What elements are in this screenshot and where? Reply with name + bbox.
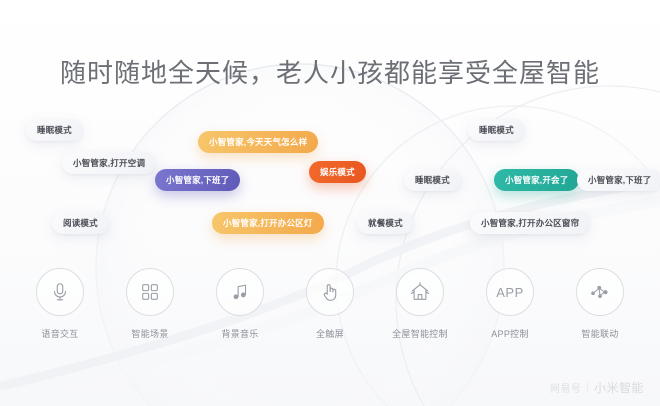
chat-bubble: 小智管家,打开办公区灯 bbox=[212, 212, 324, 234]
feature-list: 语音交互 智能场景 背景音乐 bbox=[0, 268, 660, 340]
music-note-icon bbox=[233, 284, 247, 300]
chat-bubble: 睡眠模式 bbox=[468, 119, 525, 141]
feature-label: 智能联动 bbox=[581, 329, 619, 339]
feature-item-voice[interactable]: 语音交互 bbox=[22, 268, 98, 340]
feature-label: 全屋智能控制 bbox=[392, 329, 448, 339]
house-icon bbox=[410, 282, 430, 300]
chat-bubble: 小智管家,打开空调 bbox=[62, 152, 157, 174]
grid-icon bbox=[142, 284, 158, 300]
chat-bubble: 娱乐模式 bbox=[309, 161, 366, 183]
touch-hand-icon bbox=[323, 284, 337, 301]
chat-bubble: 就餐模式 bbox=[357, 212, 414, 234]
feature-item-music[interactable]: 背景音乐 bbox=[202, 268, 278, 340]
feature-icon-circle bbox=[126, 268, 174, 316]
feature-icon-circle bbox=[396, 268, 444, 316]
feature-item-whole-house-control[interactable]: 全屋智能控制 bbox=[382, 268, 458, 340]
feature-label: 全触屏 bbox=[316, 329, 344, 339]
chat-bubble: 小智管家,打开办公区窗帘 bbox=[470, 212, 591, 234]
chat-bubble: 小智管家,下班了 bbox=[577, 169, 660, 191]
feature-item-scene[interactable]: 智能场景 bbox=[112, 268, 188, 340]
feature-icon-circle bbox=[216, 268, 264, 316]
feature-icon-circle: APP bbox=[486, 268, 534, 316]
feature-item-app-control[interactable]: APP APP控制 bbox=[472, 268, 548, 340]
watermark-account-name: 小米智能 bbox=[593, 381, 644, 395]
chat-bubble: 小智管家,今天天气怎么样 bbox=[198, 131, 319, 153]
feature-label: APP控制 bbox=[491, 329, 529, 339]
feature-label: 背景音乐 bbox=[221, 329, 259, 339]
feature-label: 语音交互 bbox=[41, 329, 79, 339]
app-text-icon: APP bbox=[496, 284, 524, 300]
feature-item-linkage[interactable]: 智能联动 bbox=[562, 268, 638, 340]
watermark-separator: | bbox=[586, 382, 589, 393]
feature-icon-circle bbox=[36, 268, 84, 316]
chat-bubble: 小智管家,下班了 bbox=[155, 169, 241, 191]
watermark-source: 网易号 bbox=[549, 384, 582, 395]
feature-item-touchscreen[interactable]: 全触屏 bbox=[292, 268, 368, 340]
page-title: 随时随地全天候，老人小孩都能享受全屋智能 bbox=[59, 58, 600, 88]
network-nodes-icon bbox=[591, 285, 608, 299]
feature-icon-circle bbox=[576, 268, 624, 316]
chat-bubble: 阅读模式 bbox=[52, 212, 109, 234]
chat-bubble: 睡眠模式 bbox=[26, 119, 83, 141]
feature-icon-circle bbox=[306, 268, 354, 316]
watermark: 网易号 | 小米智能 bbox=[550, 379, 644, 396]
chat-bubble: 睡眠模式 bbox=[404, 169, 461, 191]
microphone-icon bbox=[53, 283, 67, 301]
feature-label: 智能场景 bbox=[131, 329, 169, 339]
chat-bubble: 小智管家,开会了 bbox=[494, 169, 580, 191]
